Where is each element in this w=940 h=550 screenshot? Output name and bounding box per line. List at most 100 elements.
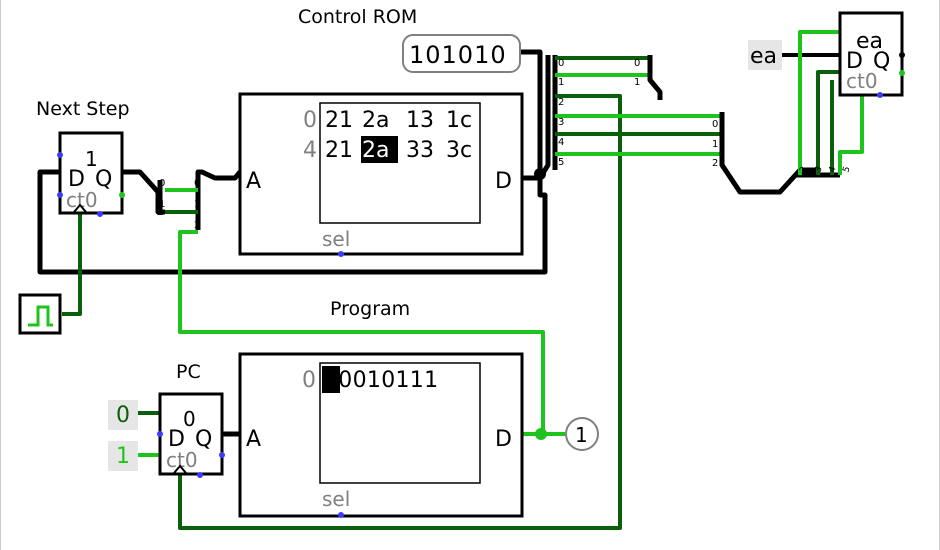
clock-source[interactable]: [18, 293, 62, 335]
rom-cell: 3c: [446, 138, 472, 163]
port-dot: [57, 192, 63, 198]
next-step-value: 1: [85, 147, 98, 171]
control-rom[interactable]: A D sel 0 21 2a 13 1c 4 21 2a 33 3c: [238, 92, 524, 257]
splitter-a-labels: 0 1 0 1 2: [159, 178, 200, 231]
ea-dark-loop: [816, 70, 840, 175]
port-dot: [57, 152, 63, 158]
program-addr-label: A: [246, 427, 261, 452]
split-a-in-1: 1: [159, 199, 165, 210]
ea-register[interactable]: ea D Q ct0: [838, 11, 905, 98]
program-title: Program: [330, 298, 410, 320]
ea-bit-5: 5: [841, 165, 852, 174]
pc-input-clk[interactable]: 1: [108, 441, 138, 471]
wires: [37, 30, 864, 530]
program-row-addr: 0: [302, 368, 316, 393]
rom-split-5: 5: [558, 157, 564, 168]
program-rom[interactable]: 0 10010111 A D sel: [238, 352, 524, 518]
rom-split-2: 2: [558, 97, 564, 108]
rom-cell: 21: [325, 138, 353, 163]
ea-ct-label: ct0: [846, 69, 878, 93]
rom-cell: 1c: [446, 108, 472, 133]
mid-right-0: 0: [712, 119, 718, 130]
next-step-title: Next Step: [36, 98, 130, 120]
rom-cell: 33: [406, 138, 434, 163]
port-dot: [119, 192, 125, 198]
rom-row-addr: 4: [303, 138, 317, 163]
port-dot: [899, 52, 905, 58]
next-step-d-label: D: [68, 167, 85, 192]
ea-title: ea: [856, 29, 883, 54]
ea-green-loop-2: [838, 94, 864, 175]
program-data-label: D: [495, 427, 512, 452]
rom-split-3: 3: [558, 117, 564, 128]
rom-d-bus: [522, 55, 551, 181]
rom-right-1: 1: [634, 77, 640, 88]
mid-right-2: 2: [712, 158, 718, 169]
pc-input-d[interactable]: 0: [108, 400, 138, 430]
rom-cell: 2a: [362, 108, 389, 133]
control-rom-title: Control ROM: [298, 6, 417, 28]
port-dot: [338, 251, 344, 257]
rom-cell: 13: [406, 108, 434, 133]
split-a-line-2: [178, 230, 545, 434]
pc-title: PC: [176, 361, 201, 383]
next-step-register[interactable]: 1 D Q ct0: [57, 131, 125, 217]
next-step-q-label: Q: [95, 167, 112, 192]
port-dot: [338, 512, 344, 518]
port-dot: [97, 211, 103, 217]
pc-q-label: Q: [195, 427, 212, 452]
clock-wire: [62, 212, 82, 316]
rom-right-0: 0: [634, 58, 640, 69]
pc-register[interactable]: 0 D Q ct0: [157, 392, 225, 478]
program-bit-highlight: [322, 366, 340, 393]
port-dot: [877, 92, 883, 98]
rom-bit-2: [178, 94, 622, 530]
rom-cell-highlight: [361, 136, 398, 163]
program-bits: 10010111: [324, 368, 438, 393]
rom-row-addr: 0: [303, 108, 317, 133]
split-a-in-0: 0: [159, 178, 165, 189]
ea-bit-2: 2: [798, 165, 809, 174]
mid-right-bus: [719, 112, 820, 195]
ea-input-label: ea: [750, 44, 777, 69]
junction-dot: [534, 168, 546, 180]
rom-data-label: D: [495, 169, 512, 194]
rom-split-4: 4: [558, 137, 564, 148]
rom-addr-label: A: [246, 169, 261, 194]
rom-cell-selected: 2a: [362, 138, 389, 163]
rom-contents-view[interactable]: [319, 102, 481, 224]
program-sel-label: sel: [322, 487, 350, 511]
ea-bit-3: 3: [813, 165, 824, 174]
ea-green-loop: [798, 30, 840, 175]
port-dot: [197, 472, 203, 478]
ea-bit-labels: 2 3 4 5: [798, 165, 852, 174]
ea-q-label: Q: [873, 49, 890, 74]
program-output-probe: 1: [565, 417, 599, 451]
split-a-out-2: 2: [194, 220, 200, 231]
rom-row: 0 21 2a 13 1c: [303, 108, 472, 133]
ea-input[interactable]: ea: [748, 40, 782, 70]
splitter-a-vertical: [157, 175, 201, 230]
port-dot: [219, 452, 225, 458]
ea-d-label: D: [846, 49, 863, 74]
split-a-out-0: 0: [194, 178, 200, 189]
pc-value: 0: [183, 407, 196, 431]
junction-dot: [535, 428, 547, 440]
program-probe-value: 1: [575, 423, 588, 447]
rom-split-1: 1: [558, 77, 564, 88]
pc-d-label: D: [168, 427, 185, 452]
rom-right-bus: [647, 55, 663, 100]
split-a-out-1: 1: [194, 199, 200, 210]
pc-input-d-value: 0: [116, 403, 130, 428]
pc-input-clk-value: 1: [116, 444, 130, 469]
rom-sel-label: sel: [322, 227, 350, 251]
rom-splitter-labels: 0 1 2 3 4 5 0 1 0 1 2: [558, 58, 718, 169]
rom-value-text: 101010: [409, 41, 507, 69]
next-step-feedback-wire: [37, 169, 548, 275]
port-dot: [157, 431, 163, 437]
rom-split-0: 0: [558, 58, 564, 69]
ea-bit-4: 4: [827, 165, 838, 174]
mid-right-1: 1: [712, 139, 718, 150]
program-contents-view[interactable]: [319, 362, 481, 484]
